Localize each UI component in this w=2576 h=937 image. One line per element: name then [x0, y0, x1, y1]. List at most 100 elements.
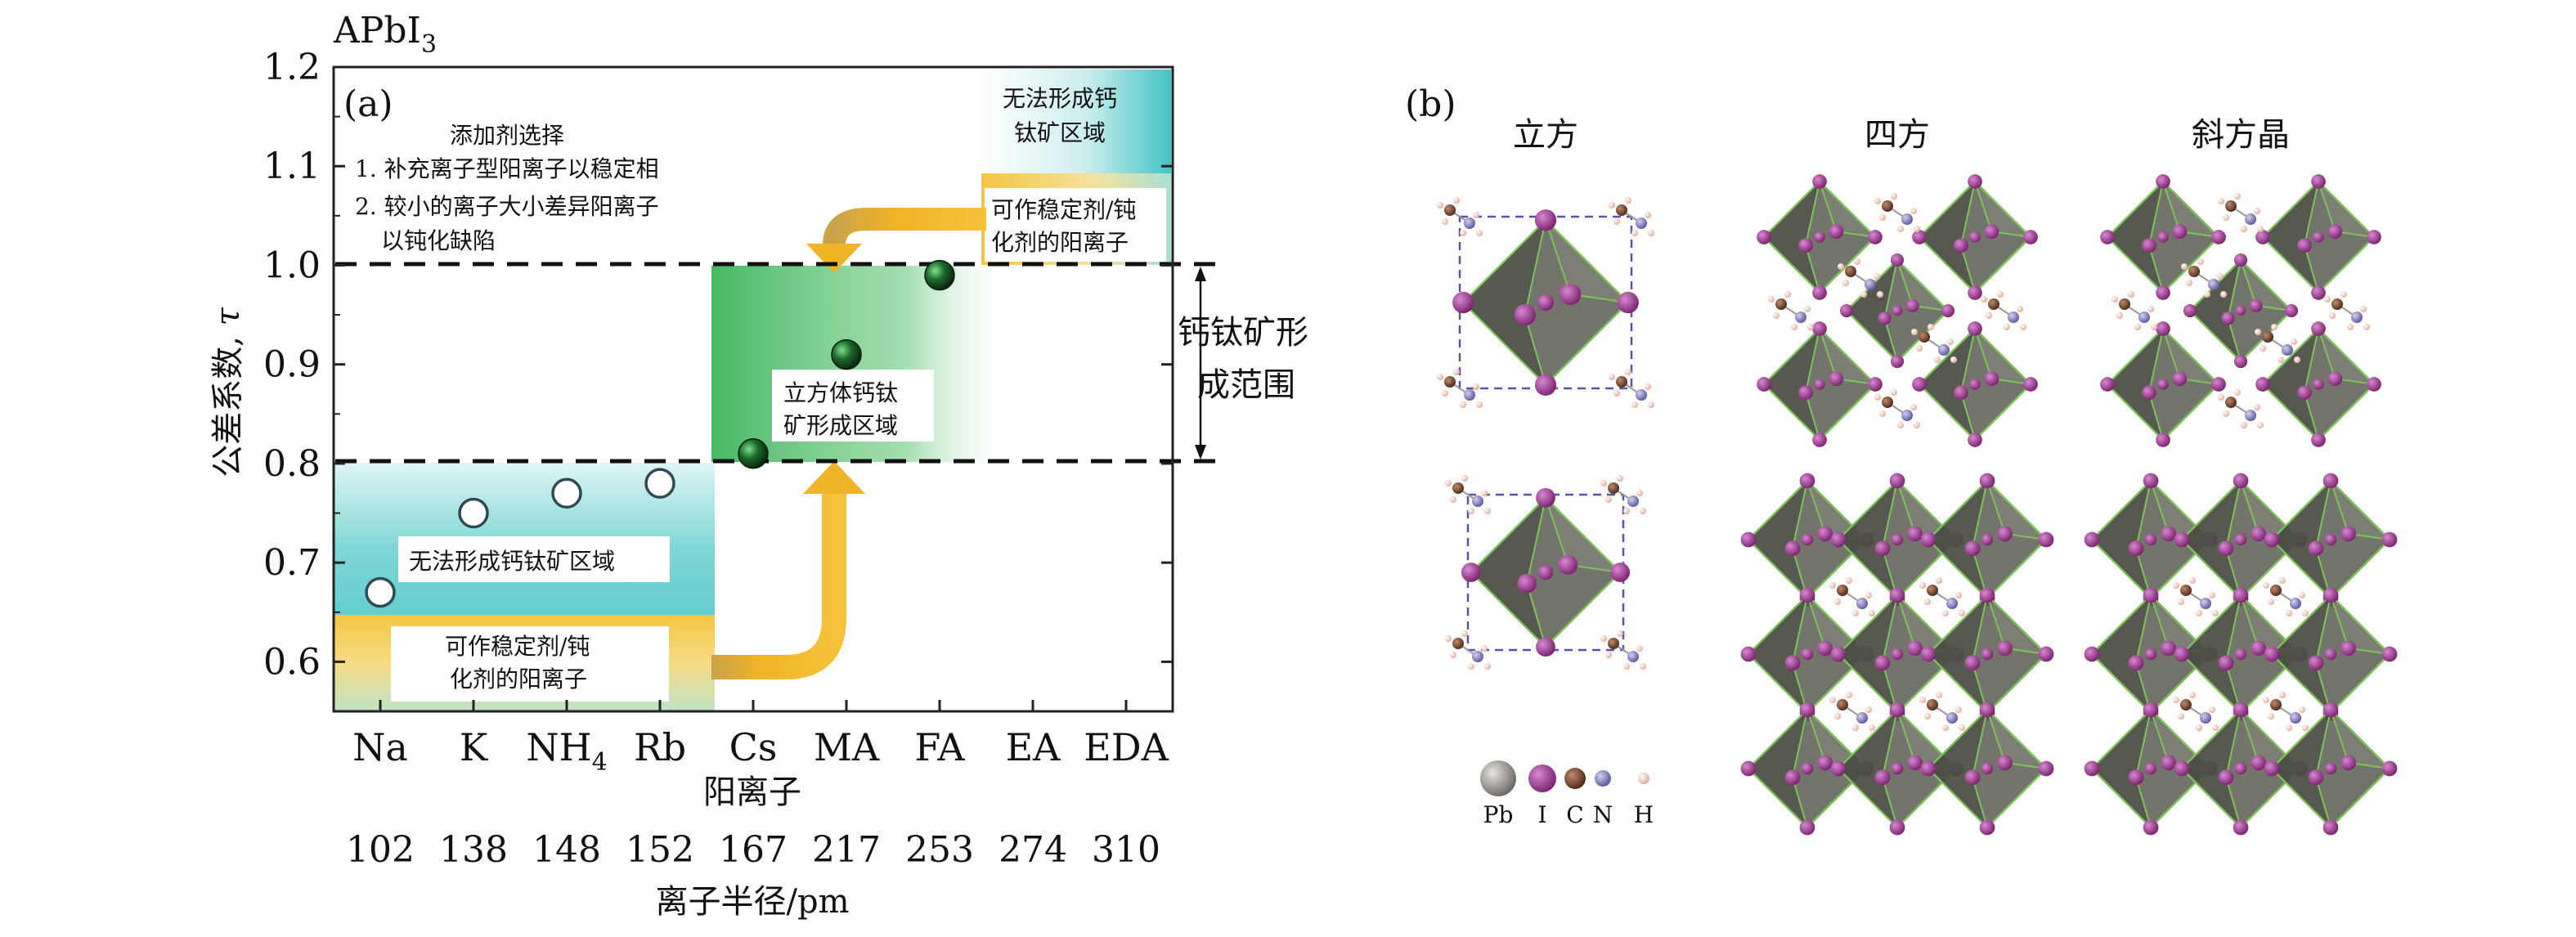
hydrogen-atom [2209, 592, 2215, 599]
organic-cation [1838, 258, 1883, 298]
data-point-filled [924, 259, 955, 291]
hydrogen-atom [1874, 273, 1880, 280]
radius-axis-title: 离子半径/pm [655, 883, 849, 921]
hydrogen-atom [2299, 706, 2305, 713]
hydrogen-atom [1955, 706, 1962, 713]
hydrogen-atom [2196, 610, 2202, 616]
hydrogen-atom [1911, 329, 1918, 335]
hydrogen-atom [1476, 230, 1483, 236]
lead-center-atom [2234, 533, 2247, 546]
hydrogen-atom [2181, 263, 2188, 270]
hydrogen-atom [1942, 724, 1949, 731]
nitrogen-atom [1472, 651, 1483, 662]
iodine-atom [1941, 303, 1955, 318]
hydrogen-atom [1476, 401, 1483, 408]
iodine-atom [1968, 321, 1982, 336]
range-label-line-1: 钙钛矿形 [1178, 314, 1308, 352]
iodine-atom [2143, 819, 2159, 836]
organic-cation [1919, 577, 1965, 616]
hydrogen-atom [2020, 324, 2026, 330]
octahedron-face-light [1819, 328, 1878, 386]
iodine-atom [2143, 587, 2159, 603]
iodine-atom [2084, 760, 2100, 777]
nitrogen-atom [1946, 712, 1958, 724]
hydrogen-atom [2209, 706, 2215, 713]
lead-center-atom [2144, 648, 2157, 661]
hydrogen-atom [1605, 496, 1612, 503]
hydrogen-atom [2196, 724, 2202, 731]
lead-center-atom [2144, 762, 2157, 775]
iodine-atom [2218, 655, 2234, 671]
organic-cation [1768, 291, 1814, 330]
organic-cation [1600, 630, 1646, 670]
iodine-atom [2143, 702, 2159, 718]
y-tick-label: 0.8 [263, 443, 321, 485]
nitrogen-atom [2200, 712, 2211, 724]
iodine-atom [2297, 238, 2312, 253]
hydrogen-atom [2178, 599, 2184, 605]
hydrogen-atom [2299, 592, 2305, 599]
hydrogen-atom [1842, 280, 1849, 286]
iodine-atom [2161, 526, 2176, 542]
lead-center-atom [1892, 305, 1903, 316]
iodine-atom [2156, 321, 2170, 336]
hydrogen-atom [1461, 630, 1468, 637]
iodine-atom [2174, 531, 2190, 548]
hydrogen-atom [1437, 374, 1443, 380]
iodine-atom [2161, 640, 2176, 657]
hydrogen-atom [1481, 490, 1488, 496]
ionic-radius-label: 253 [905, 829, 974, 871]
nitrogen-atom [2290, 712, 2301, 724]
iodine-atom [1890, 354, 1905, 369]
iodine-atom [1997, 755, 2013, 771]
hydrogen-atom [1860, 291, 1867, 298]
nitrogen-atom [2200, 598, 2211, 609]
iodine-atom [1907, 526, 1923, 542]
iodine-atom [1984, 224, 1999, 240]
panel-a-label: (a) [343, 83, 393, 125]
range-bracket-arrow-top [1195, 267, 1206, 281]
nitrogen-atom [2245, 213, 2256, 225]
data-point-open [458, 497, 489, 529]
iodine-atom [1461, 563, 1481, 582]
iodine-atom [1874, 769, 1891, 786]
iodine-atom [2322, 819, 2339, 836]
octahedron-face-light [1545, 219, 1631, 304]
range-bracket-arrow-bottom [1195, 445, 1206, 460]
orthorhombic-structure-top [2100, 174, 2381, 447]
carbon-atom [2180, 699, 2192, 711]
iodine-atom [2381, 646, 2398, 662]
iodine-atom [1868, 377, 1883, 392]
iodine-atom [1817, 526, 1833, 542]
hydrogen-atom [1445, 480, 1452, 486]
hydrogen-atom [1829, 582, 1836, 589]
hydrogen-atom [1846, 692, 1852, 698]
iodine-atom [2311, 433, 2326, 447]
iodine-atom [1968, 433, 1982, 447]
carbon-atom [1452, 482, 1464, 494]
iodine-atom [2100, 377, 2115, 392]
data-point-filled [738, 438, 769, 469]
iodine-atom [1979, 819, 1995, 836]
iodine-atom [1817, 640, 1833, 657]
nitrogen-atom [2008, 312, 2019, 323]
organic-cation [2218, 389, 2264, 428]
lead-center-atom [1814, 231, 1825, 243]
hydrogen-atom [2286, 724, 2292, 731]
hydrogen-atom [1879, 410, 1886, 417]
panel-b-label: (b) [1405, 83, 1456, 125]
hydrogen-atom [2291, 338, 2297, 345]
organic-cation [1609, 369, 1654, 408]
hydrogen-atom [2217, 273, 2224, 280]
hydrogen-atom [1959, 724, 1965, 731]
iodine-atom [2264, 531, 2280, 548]
iodine-atom [1558, 555, 1578, 575]
lead-center-atom [2144, 533, 2157, 546]
iodine-atom [1799, 702, 1815, 718]
carbon-atom [2331, 298, 2343, 310]
octahedron [2174, 473, 2308, 607]
hydrogen-atom [2302, 724, 2309, 731]
hydrogen-atom [2017, 306, 2023, 312]
iodine-atom [2172, 371, 2188, 387]
